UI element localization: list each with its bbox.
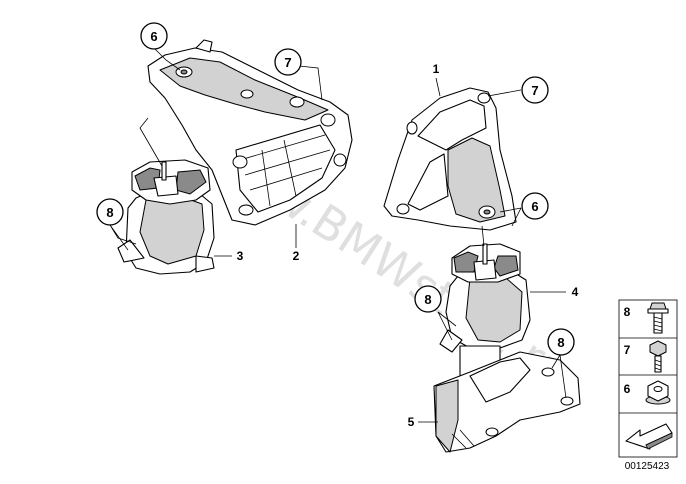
callout-8-left: 8 — [96, 198, 124, 226]
callout-8-mid: 8 — [414, 285, 442, 313]
legend-item-7: 7 — [624, 340, 667, 373]
callout-6-top-label: 6 — [150, 29, 157, 44]
callout-1-label: 1 — [433, 62, 440, 76]
callout-7-right: 7 — [521, 76, 549, 104]
callout-5-label: 5 — [408, 415, 415, 429]
fastener-legend: 8 7 6 — [618, 299, 678, 458]
callout-8-right: 8 — [547, 328, 575, 356]
callout-8-mid-label: 8 — [424, 292, 431, 307]
hex-bolt-icon — [649, 340, 667, 373]
callout-6-right: 6 — [521, 192, 549, 220]
callout-7-top: 7 — [274, 48, 302, 76]
hex-nut-icon — [645, 380, 671, 405]
engine-mount-right — [439, 243, 531, 379]
engine-support-bracket-left — [147, 39, 353, 226]
engine-mount-left — [117, 159, 215, 275]
callout-4-label: 4 — [572, 285, 579, 299]
legend-number-7: 7 — [624, 343, 631, 357]
callout-7-top-label: 7 — [284, 55, 291, 70]
callout-6-right-label: 6 — [531, 199, 538, 214]
legend-item-6: 6 — [624, 380, 671, 405]
callout-7-right-label: 7 — [531, 83, 538, 98]
arrow-icon — [625, 423, 673, 450]
callout-2-label: 2 — [293, 249, 300, 263]
legend-number-8: 8 — [624, 305, 631, 319]
hex-flange-bolt-icon — [647, 302, 669, 334]
leader-lines — [109, 47, 567, 423]
engine-support-bracket-right — [383, 87, 517, 231]
callout-8-right-label: 8 — [557, 335, 564, 350]
reference-number: 00125423 — [625, 461, 670, 472]
legend-number-6: 6 — [624, 382, 631, 396]
callout-8-left-label: 8 — [106, 205, 113, 220]
callout-6-top: 6 — [140, 22, 168, 50]
lower-bracket-right — [433, 351, 581, 453]
callout-3-label: 3 — [237, 249, 244, 263]
legend-item-8: 8 — [624, 302, 669, 334]
